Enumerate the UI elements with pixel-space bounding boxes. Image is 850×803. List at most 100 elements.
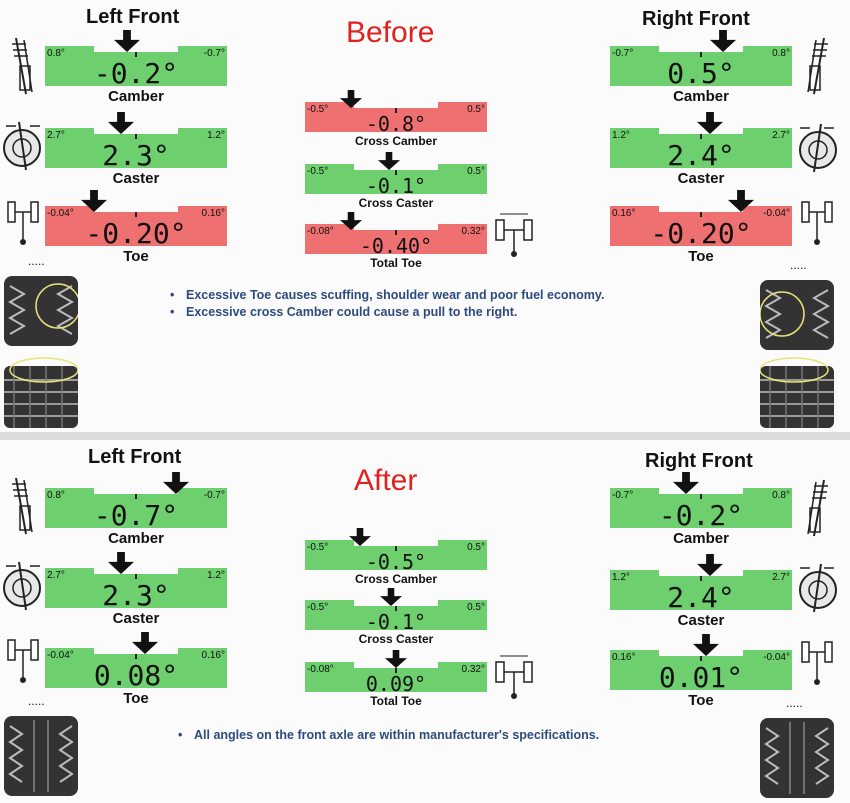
after-right-camber-gauge: -0.7°0.8°-0.2°Camber	[610, 470, 792, 552]
gauge-center-tick	[700, 576, 702, 581]
good-tire-icon	[4, 716, 78, 801]
after-right-front-heading: Right Front	[645, 450, 753, 472]
gauge-bar	[45, 494, 227, 528]
gauge-max-value: 0.32°	[461, 664, 485, 675]
after-title: After	[354, 464, 418, 497]
caster-wheel-icon-after	[2, 558, 44, 617]
gauge-bar-shoulder-left	[610, 488, 660, 496]
gauge-label: Caster	[112, 610, 160, 627]
before-left-caster-gauge: 2.7°1.2°2.3°Caster	[45, 110, 227, 190]
gauge-bar-shoulder-right	[742, 488, 792, 496]
gauge-max-value: 0.16°	[201, 208, 225, 219]
gauge-max-value: 1.2°	[207, 570, 225, 581]
gauge-reading: 0.5°	[667, 57, 735, 90]
gauge-max-value: 2.7°	[772, 130, 790, 141]
gauge-min-value: 2.7°	[47, 570, 65, 581]
gauge-label: Cross Caster	[358, 632, 434, 646]
before-total-toe-gauge: -0.08°0.32°-0.40°Total Toe	[305, 208, 487, 270]
camber-strut-icon	[6, 36, 40, 101]
pointer-arrow-icon	[339, 90, 362, 108]
gauge-bar-shoulder-right	[437, 164, 487, 172]
gauge-bar	[610, 134, 792, 168]
before-right-toe-gauge: 0.16°-0.04°-0.20°Toe	[610, 188, 792, 272]
gauge-max-value: 0.32°	[461, 226, 485, 237]
gauge-center-tick	[395, 606, 397, 611]
gauge-bar-shoulder-left	[610, 206, 660, 214]
gauge-label: Camber	[673, 88, 729, 105]
gauge-max-value: -0.04°	[763, 652, 790, 663]
gauge-label: Caster	[677, 170, 725, 187]
gauge-min-value: -0.5°	[307, 104, 329, 115]
pointer-arrow-icon	[693, 634, 720, 656]
gauge-reading: -0.20°	[650, 217, 752, 250]
before-note-2: •Excessive cross Camber could cause a pu…	[170, 305, 518, 319]
after-right-caster-gauge: 1.2°2.7°2.4°Caster	[610, 552, 792, 632]
pointer-arrow-icon	[81, 190, 108, 212]
gauge-reading: -0.2°	[658, 499, 744, 532]
pointer-arrow-icon	[697, 112, 724, 134]
gauge-center-tick	[135, 494, 137, 499]
gauge-label: Toe	[688, 248, 714, 265]
pointer-arrow-icon	[132, 632, 159, 654]
gauge-bar	[45, 134, 227, 168]
before-right-caster-gauge: 1.2°2.7°2.4°Caster	[610, 110, 792, 190]
total-toe-axle-icon-after	[492, 652, 536, 707]
gauge-reading: 2.3°	[102, 579, 170, 612]
gauge-bar	[610, 52, 792, 86]
gauge-bar-shoulder-left	[610, 46, 660, 54]
pointer-arrow-icon	[709, 30, 736, 52]
gauge-min-value: 0.8°	[47, 490, 65, 501]
gauge-label: Camber	[673, 530, 729, 547]
gauge-center-tick	[135, 134, 137, 139]
caster-wheel-icon-right	[796, 120, 838, 179]
gauge-min-value: -0.5°	[307, 602, 329, 613]
camber-strut-icon-after	[6, 476, 40, 541]
gauge-center-tick	[135, 654, 137, 659]
gauge-reading: 2.4°	[667, 139, 735, 172]
gauge-bar-shoulder-right	[437, 600, 487, 608]
gauge-reading: -0.40°	[359, 234, 433, 258]
gauge-max-value: 2.7°	[772, 572, 790, 583]
gauge-center-tick	[700, 656, 702, 661]
gauge-reading: -0.5°	[365, 550, 427, 574]
gauge-center-tick	[395, 230, 397, 235]
toe-axle-icon	[4, 198, 42, 253]
gauge-bar-shoulder-right	[742, 206, 792, 214]
gauge-bar-shoulder-right	[437, 540, 487, 548]
before-left-toe-gauge: -0.04°0.16°-0.20°Toe	[45, 188, 227, 272]
gauge-bar-shoulder-left	[610, 128, 660, 136]
gauge-max-value: 0.8°	[772, 48, 790, 59]
gauge-reading: -0.1°	[365, 174, 427, 198]
gauge-min-value: -0.7°	[612, 490, 634, 501]
gauge-min-value: 1.2°	[612, 572, 630, 583]
toe-axle-icon-after	[4, 636, 42, 691]
tire-shoulder-icon	[4, 356, 79, 433]
after-note-1: •All angles on the front axle are within…	[178, 728, 600, 742]
gauge-label: Camber	[108, 530, 164, 547]
gauge-bar-shoulder-left	[45, 568, 95, 576]
gauge-bar-shoulder-right	[177, 46, 227, 54]
pointer-arrow-icon	[379, 588, 402, 606]
after-left-caster-gauge: 2.7° 1.2° 2.3°Caster	[45, 550, 227, 630]
before-right-front-heading: Right Front	[642, 8, 750, 30]
after-cross-camber-gauge: -0.5°0.5°-0.5°Cross Camber	[305, 524, 487, 586]
gauge-bar-shoulder-right	[177, 206, 227, 214]
gauge-bar-shoulder-right	[177, 568, 227, 576]
gauge-label: Camber	[108, 88, 164, 105]
gauge-bar	[45, 654, 227, 688]
good-tire-icon-right	[760, 718, 834, 803]
gauge-label: Toe	[123, 248, 149, 265]
gauge-bar-shoulder-right	[177, 128, 227, 136]
caster-wheel-icon-right-after	[796, 560, 838, 619]
gauge-min-value: -0.08°	[307, 664, 334, 675]
before-left-front-heading: Left Front	[86, 6, 180, 28]
gauge-center-tick	[135, 52, 137, 57]
gauge-max-value: 0.5°	[467, 104, 485, 115]
after-total-toe-gauge: -0.08°0.32°0.09°Total Toe	[305, 646, 487, 708]
gauge-center-tick	[700, 494, 702, 499]
after-cross-caster-gauge: -0.5°0.5°-0.1°Cross Caster	[305, 584, 487, 646]
gauge-label: Cross Camber	[354, 572, 438, 586]
gauge-reading: -0.7°	[93, 499, 179, 532]
tire-shoulder-icon-right	[759, 356, 834, 433]
pointer-arrow-icon	[728, 190, 755, 212]
